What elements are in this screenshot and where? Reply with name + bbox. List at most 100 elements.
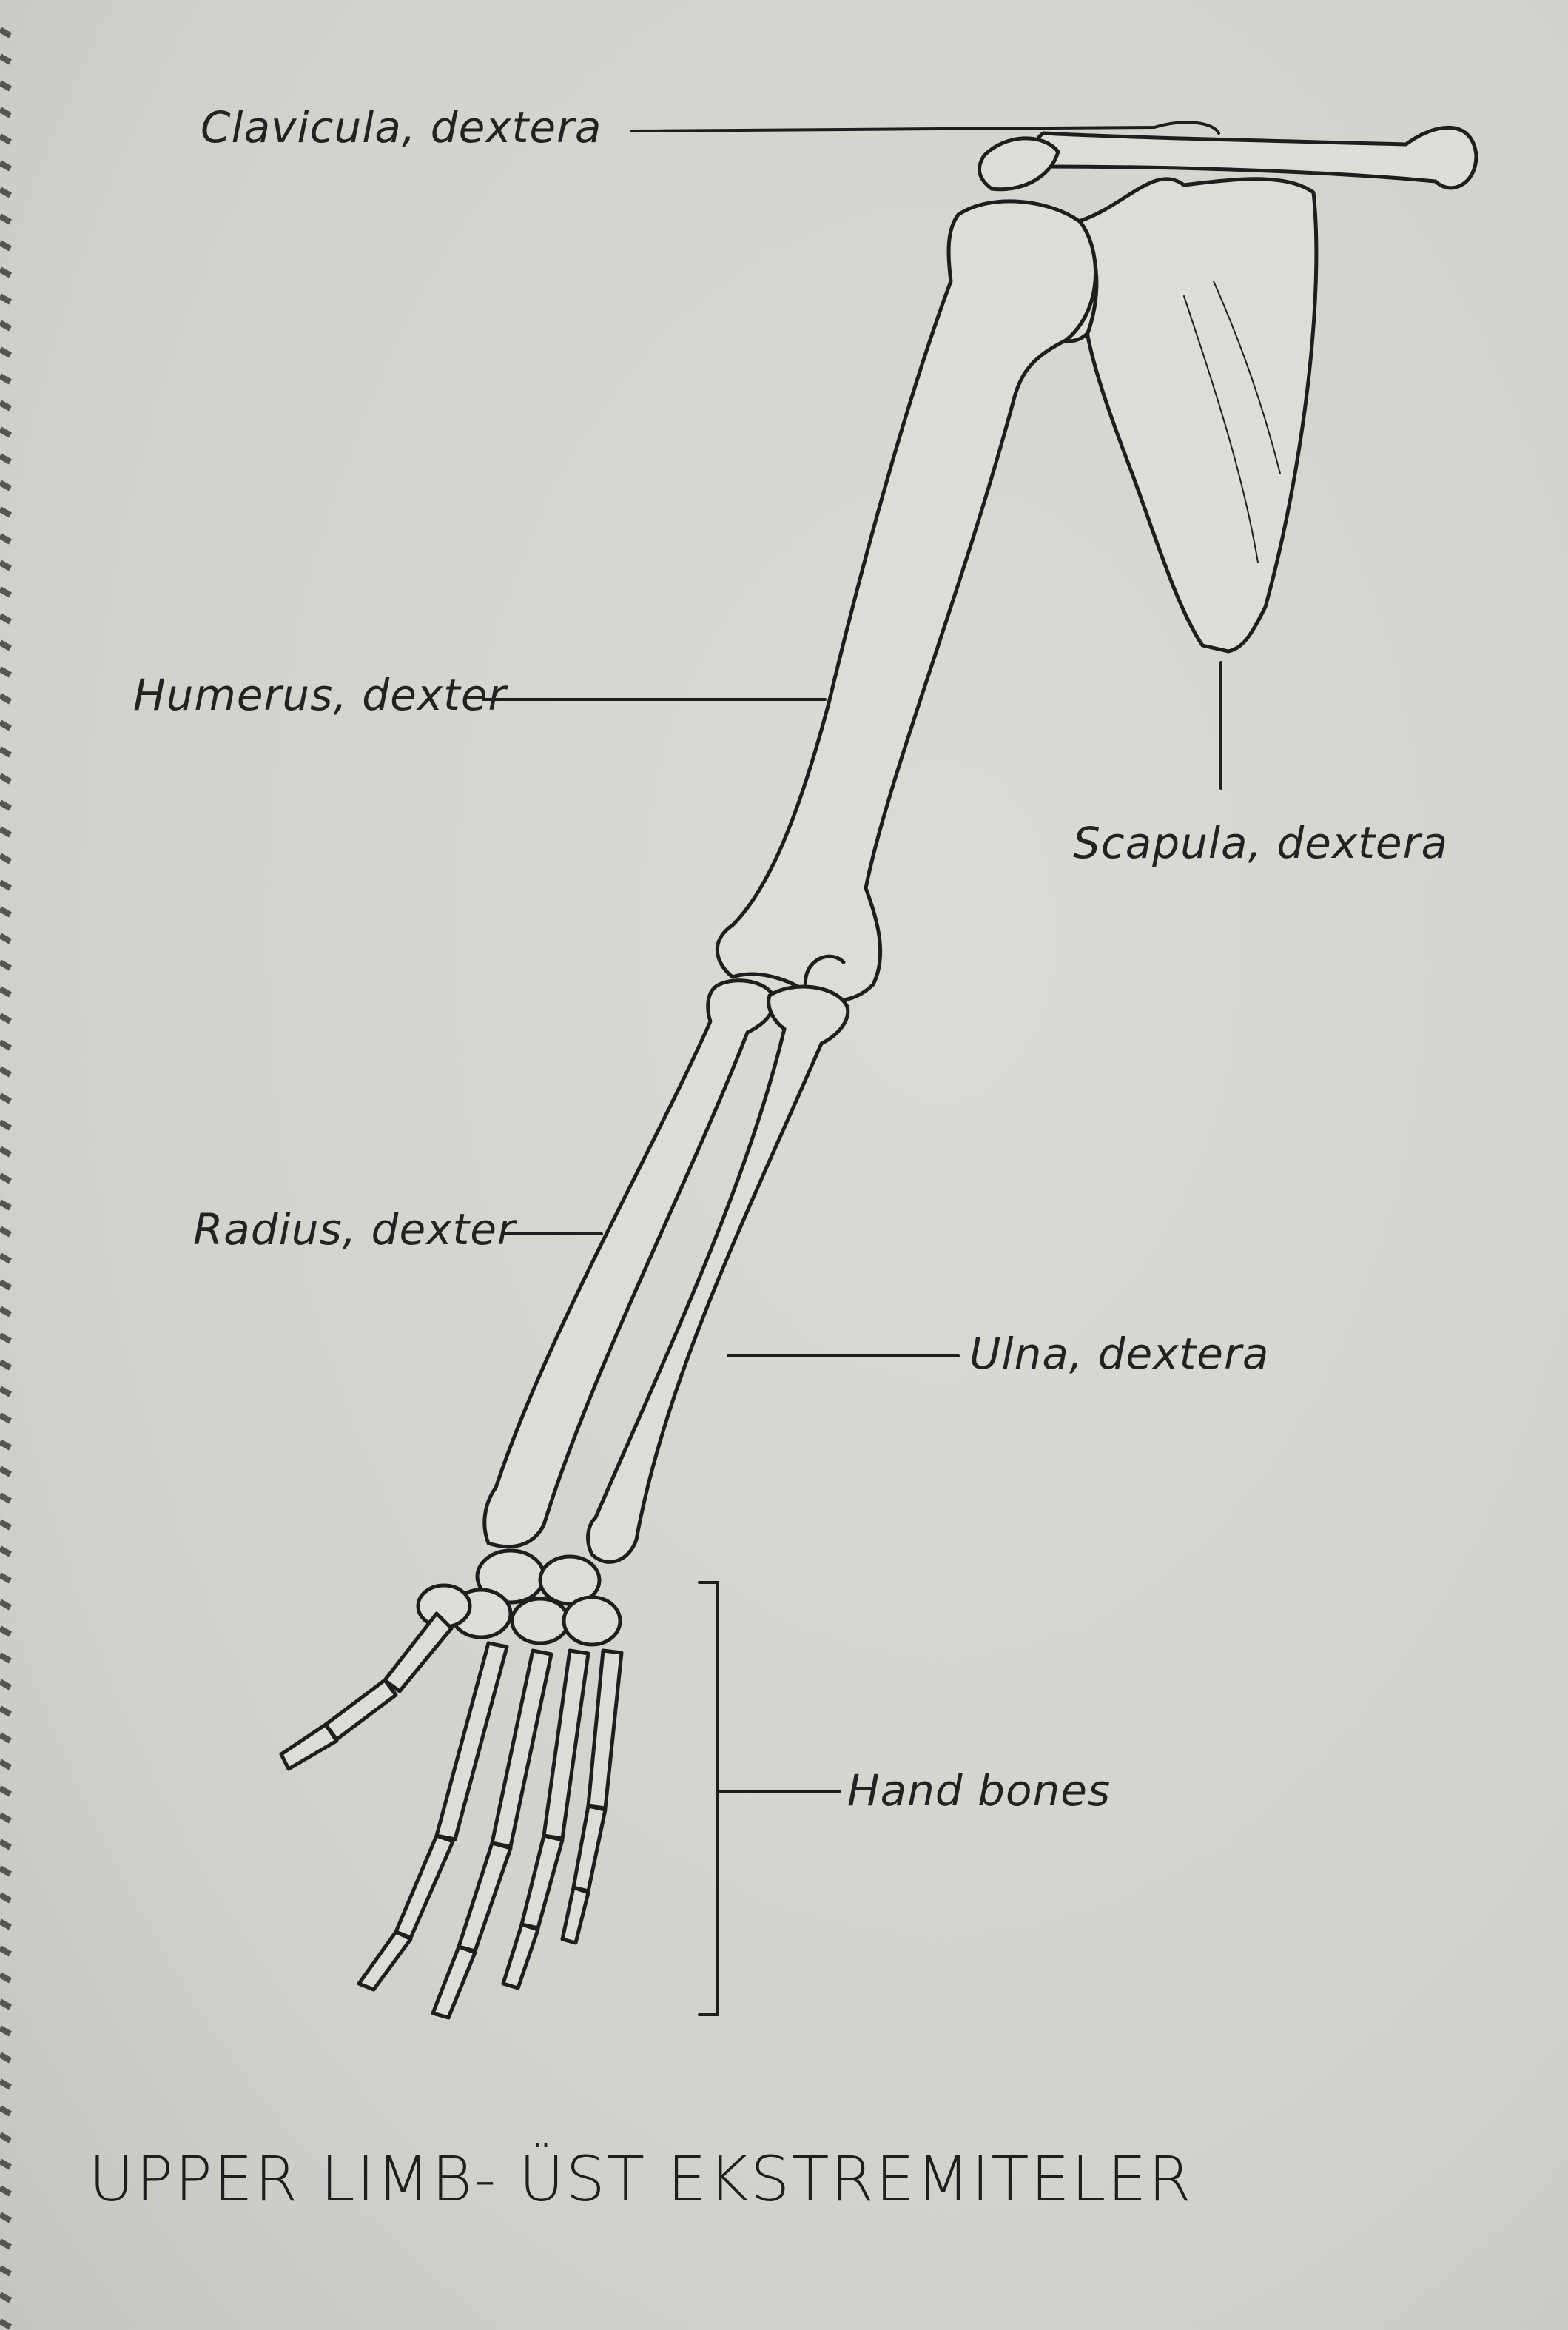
binding-ring	[0, 986, 12, 998]
binding-ring	[0, 240, 12, 252]
binding-ring	[0, 1066, 12, 1078]
binding-ring	[0, 373, 12, 385]
clavicula-label: Clavicula, dextera	[201, 102, 602, 152]
binding-ring	[0, 1013, 12, 1024]
radius-bone	[482, 978, 776, 1549]
binding-ring	[0, 426, 12, 438]
binding-ring	[0, 266, 12, 278]
binding-ring	[0, 1892, 12, 1904]
binding-ring	[0, 2052, 12, 2064]
binding-ring	[0, 2265, 12, 2277]
binding-ring	[0, 53, 12, 65]
binding-ring	[0, 1972, 12, 1984]
thumb-bone	[383, 1611, 454, 1693]
binding-ring	[0, 1839, 12, 1850]
binding-ring	[0, 506, 12, 518]
scapula-texture-line	[1213, 281, 1281, 474]
binding-ring	[0, 1492, 12, 1504]
binding-ring	[0, 27, 12, 38]
binding-ring	[0, 853, 12, 864]
finger-bone	[586, 1648, 624, 1810]
finger-bone	[394, 1833, 455, 1940]
finger-bone	[542, 1648, 590, 1841]
binding-ring	[0, 933, 12, 944]
binding-ring	[0, 133, 12, 145]
binding-ring	[0, 826, 12, 838]
binding-ring	[0, 1279, 12, 1291]
binding-ring	[0, 613, 12, 625]
binding-ring	[0, 906, 12, 918]
binding-ring	[0, 1252, 12, 1264]
acromion	[977, 136, 1060, 192]
binding-ring	[0, 1705, 12, 1717]
binding-ring	[0, 1625, 12, 1637]
binding-ring	[0, 533, 12, 545]
binding-ring	[0, 1092, 12, 1104]
binding-ring	[0, 1439, 12, 1451]
binding-ring	[0, 719, 12, 731]
binding-ring	[0, 2292, 12, 2303]
binding-ring	[0, 1652, 12, 1664]
hand-bones-label: Hand bones	[847, 1765, 1111, 1816]
binding-ring	[0, 1412, 12, 1424]
binding-ring	[0, 560, 12, 571]
binding-ring	[0, 1599, 12, 1611]
finger-bone	[457, 1841, 513, 1953]
clavicle-bone	[1033, 125, 1478, 190]
binding-ring	[0, 1732, 12, 1744]
carpal-bone	[510, 1597, 571, 1645]
binding-ring	[0, 879, 12, 891]
binding-ring	[0, 187, 12, 198]
humerus-bone	[715, 199, 1097, 1003]
ulna-label: Ulna, dextera	[969, 1329, 1270, 1379]
binding-ring	[0, 1466, 12, 1477]
binding-ring	[0, 1759, 12, 1770]
binding-ring	[0, 693, 12, 705]
binding-ring	[0, 1918, 12, 1930]
page-title: UPPER LIMB- ÜST EKSTREMITELER	[89, 2143, 1193, 2215]
binding-ring	[0, 160, 12, 172]
binding-ring	[0, 1226, 12, 1238]
finger-bone	[560, 1885, 590, 1945]
binding-ring	[0, 1359, 12, 1371]
binding-ring	[0, 1386, 12, 1397]
binding-ring	[0, 1519, 12, 1531]
scapula-bone	[1074, 177, 1319, 654]
hand-bracket	[698, 1581, 841, 2016]
binding-ring	[0, 1945, 12, 1957]
binding-ring	[0, 2238, 12, 2250]
binding-ring	[0, 1865, 12, 1877]
binding-ring	[0, 1572, 12, 1584]
binding-ring	[0, 2078, 12, 2090]
finger-bone	[571, 1804, 608, 1893]
binding-ring	[0, 1039, 12, 1051]
finger-bone	[519, 1833, 565, 1930]
binding-ring	[0, 1119, 12, 1131]
binding-ring	[0, 746, 12, 758]
binding-ring	[0, 2158, 12, 2170]
binding-ring	[0, 586, 12, 598]
finger-bone	[431, 1944, 477, 2020]
binding-ring	[0, 1199, 12, 1211]
binding-ring	[0, 1306, 12, 1317]
binding-ring	[0, 799, 12, 811]
binding-ring	[0, 320, 12, 332]
binding-ring	[0, 1332, 12, 1344]
binding-ring	[0, 80, 12, 92]
binding-ring	[0, 346, 12, 358]
binding-ring	[0, 293, 12, 305]
binding-ring	[0, 480, 12, 491]
binding-ring	[0, 213, 12, 225]
humerus-label: Humerus, dexter	[133, 670, 507, 720]
hand-bones	[279, 1548, 624, 2020]
binding-ring	[0, 959, 12, 971]
binding-ring	[0, 107, 12, 118]
binding-ring	[0, 639, 12, 651]
finger-bone	[490, 1648, 553, 1849]
binding-ring	[0, 2025, 12, 2037]
binding-ring	[0, 1785, 12, 1797]
binding-ring	[0, 1812, 12, 1824]
finger-bone	[434, 1641, 509, 1841]
humerus-condyle	[803, 954, 846, 994]
